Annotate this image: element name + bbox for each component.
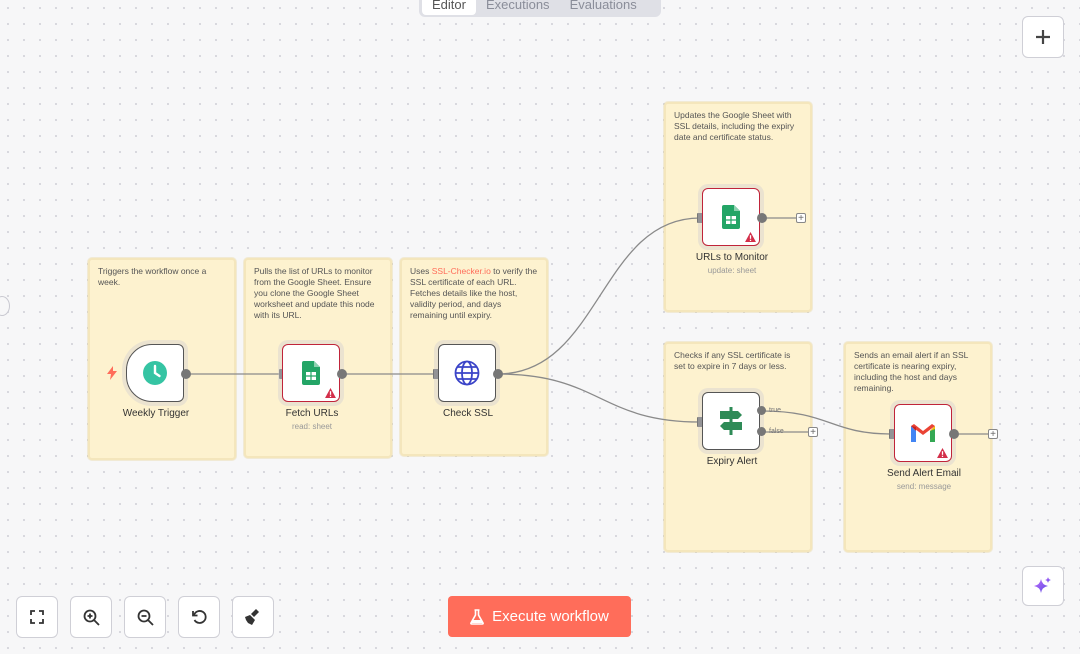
input-handle[interactable] xyxy=(697,417,703,427)
output-handle-false[interactable] xyxy=(757,427,766,436)
lightning-icon xyxy=(107,366,117,380)
tab-executions[interactable]: Executions xyxy=(485,0,550,12)
globe-icon xyxy=(454,360,480,386)
input-handle[interactable] xyxy=(433,369,439,379)
sticky-note-text: Pulls the list of URLs to monitor from t… xyxy=(254,266,375,320)
input-handle[interactable] xyxy=(697,213,703,223)
warning-icon xyxy=(325,388,336,398)
reset-zoom-button[interactable] xyxy=(178,596,220,638)
zoom-in-icon xyxy=(83,609,100,626)
output-handle[interactable] xyxy=(181,369,191,379)
add-node-button[interactable]: + xyxy=(796,213,806,224)
node-label: Check SSL xyxy=(442,408,494,419)
view-tabs: Editor Executions Evaluations xyxy=(419,0,661,17)
ai-assistant-button[interactable] xyxy=(1022,566,1064,606)
tidy-up-icon xyxy=(245,609,259,625)
fit-view-icon xyxy=(30,610,44,624)
zoom-in-button[interactable] xyxy=(70,596,112,638)
branch-label-true: true xyxy=(769,407,782,414)
fit-view-button[interactable] xyxy=(16,596,58,638)
execute-workflow-button[interactable]: Execute workflow xyxy=(448,596,631,637)
node-subtitle: update: sheet xyxy=(707,266,757,275)
tab-evaluations[interactable]: Evaluations xyxy=(569,0,637,12)
reset-zoom-icon xyxy=(191,609,207,624)
tidy-up-button[interactable] xyxy=(232,596,274,638)
node-weekly-trigger[interactable] xyxy=(126,344,184,402)
output-handle-true[interactable] xyxy=(757,406,766,415)
warning-icon xyxy=(745,232,756,242)
node-subtitle: send: message xyxy=(896,482,952,491)
input-handle[interactable] xyxy=(889,429,895,439)
google-sheets-icon xyxy=(722,205,740,229)
flask-icon xyxy=(470,608,485,625)
google-sheets-icon xyxy=(302,361,320,385)
sticky-note-text: Sends an email alert if an SSL certifica… xyxy=(854,350,969,393)
add-node-panel-button[interactable] xyxy=(1022,16,1064,58)
node-send-alert-email[interactable] xyxy=(894,404,952,462)
clock-icon xyxy=(143,361,167,385)
output-handle[interactable] xyxy=(337,369,347,379)
node-label: Fetch URLs xyxy=(285,408,339,419)
sparkle-icon xyxy=(1034,577,1051,593)
node-urls-to-monitor[interactable] xyxy=(702,188,760,246)
node-label: URLs to Monitor xyxy=(695,252,769,263)
zoom-out-button[interactable] xyxy=(124,596,166,638)
node-check-ssl[interactable] xyxy=(438,344,496,402)
side-panel-toggle[interactable] xyxy=(0,296,10,316)
execute-workflow-label: Execute workflow xyxy=(492,608,609,625)
branch-label-false: false xyxy=(769,428,784,435)
output-handle[interactable] xyxy=(757,213,767,223)
output-handle[interactable] xyxy=(493,369,503,379)
sticky-note-text: Uses SSL-Checker.io to verify the SSL ce… xyxy=(410,266,538,320)
node-subtitle: read: sheet xyxy=(291,422,333,431)
output-handle[interactable] xyxy=(949,429,959,439)
sticky-note-text: Triggers the workflow once a week. xyxy=(98,266,207,287)
gmail-icon xyxy=(911,424,935,442)
sticky-note-text: Checks if any SSL certificate is set to … xyxy=(674,350,791,371)
node-fetch-urls[interactable] xyxy=(282,344,340,402)
node-label: Send Alert Email xyxy=(887,468,961,479)
node-label: Weekly Trigger xyxy=(122,408,190,419)
signpost-icon xyxy=(720,407,742,435)
node-label: Expiry Alert xyxy=(706,456,758,467)
ssl-checker-link[interactable]: SSL-Checker.io xyxy=(431,266,491,276)
warning-icon xyxy=(937,448,948,458)
sticky-note-update[interactable]: Updates the Google Sheet with SSL detail… xyxy=(664,102,812,312)
tab-editor[interactable]: Editor xyxy=(422,0,476,15)
add-node-button[interactable]: + xyxy=(988,429,998,440)
add-node-button[interactable]: + xyxy=(808,427,818,438)
node-expiry-alert[interactable] xyxy=(702,392,760,450)
zoom-out-icon xyxy=(137,609,154,626)
plus-icon xyxy=(1036,30,1050,44)
sticky-note-text: Updates the Google Sheet with SSL detail… xyxy=(674,110,795,142)
